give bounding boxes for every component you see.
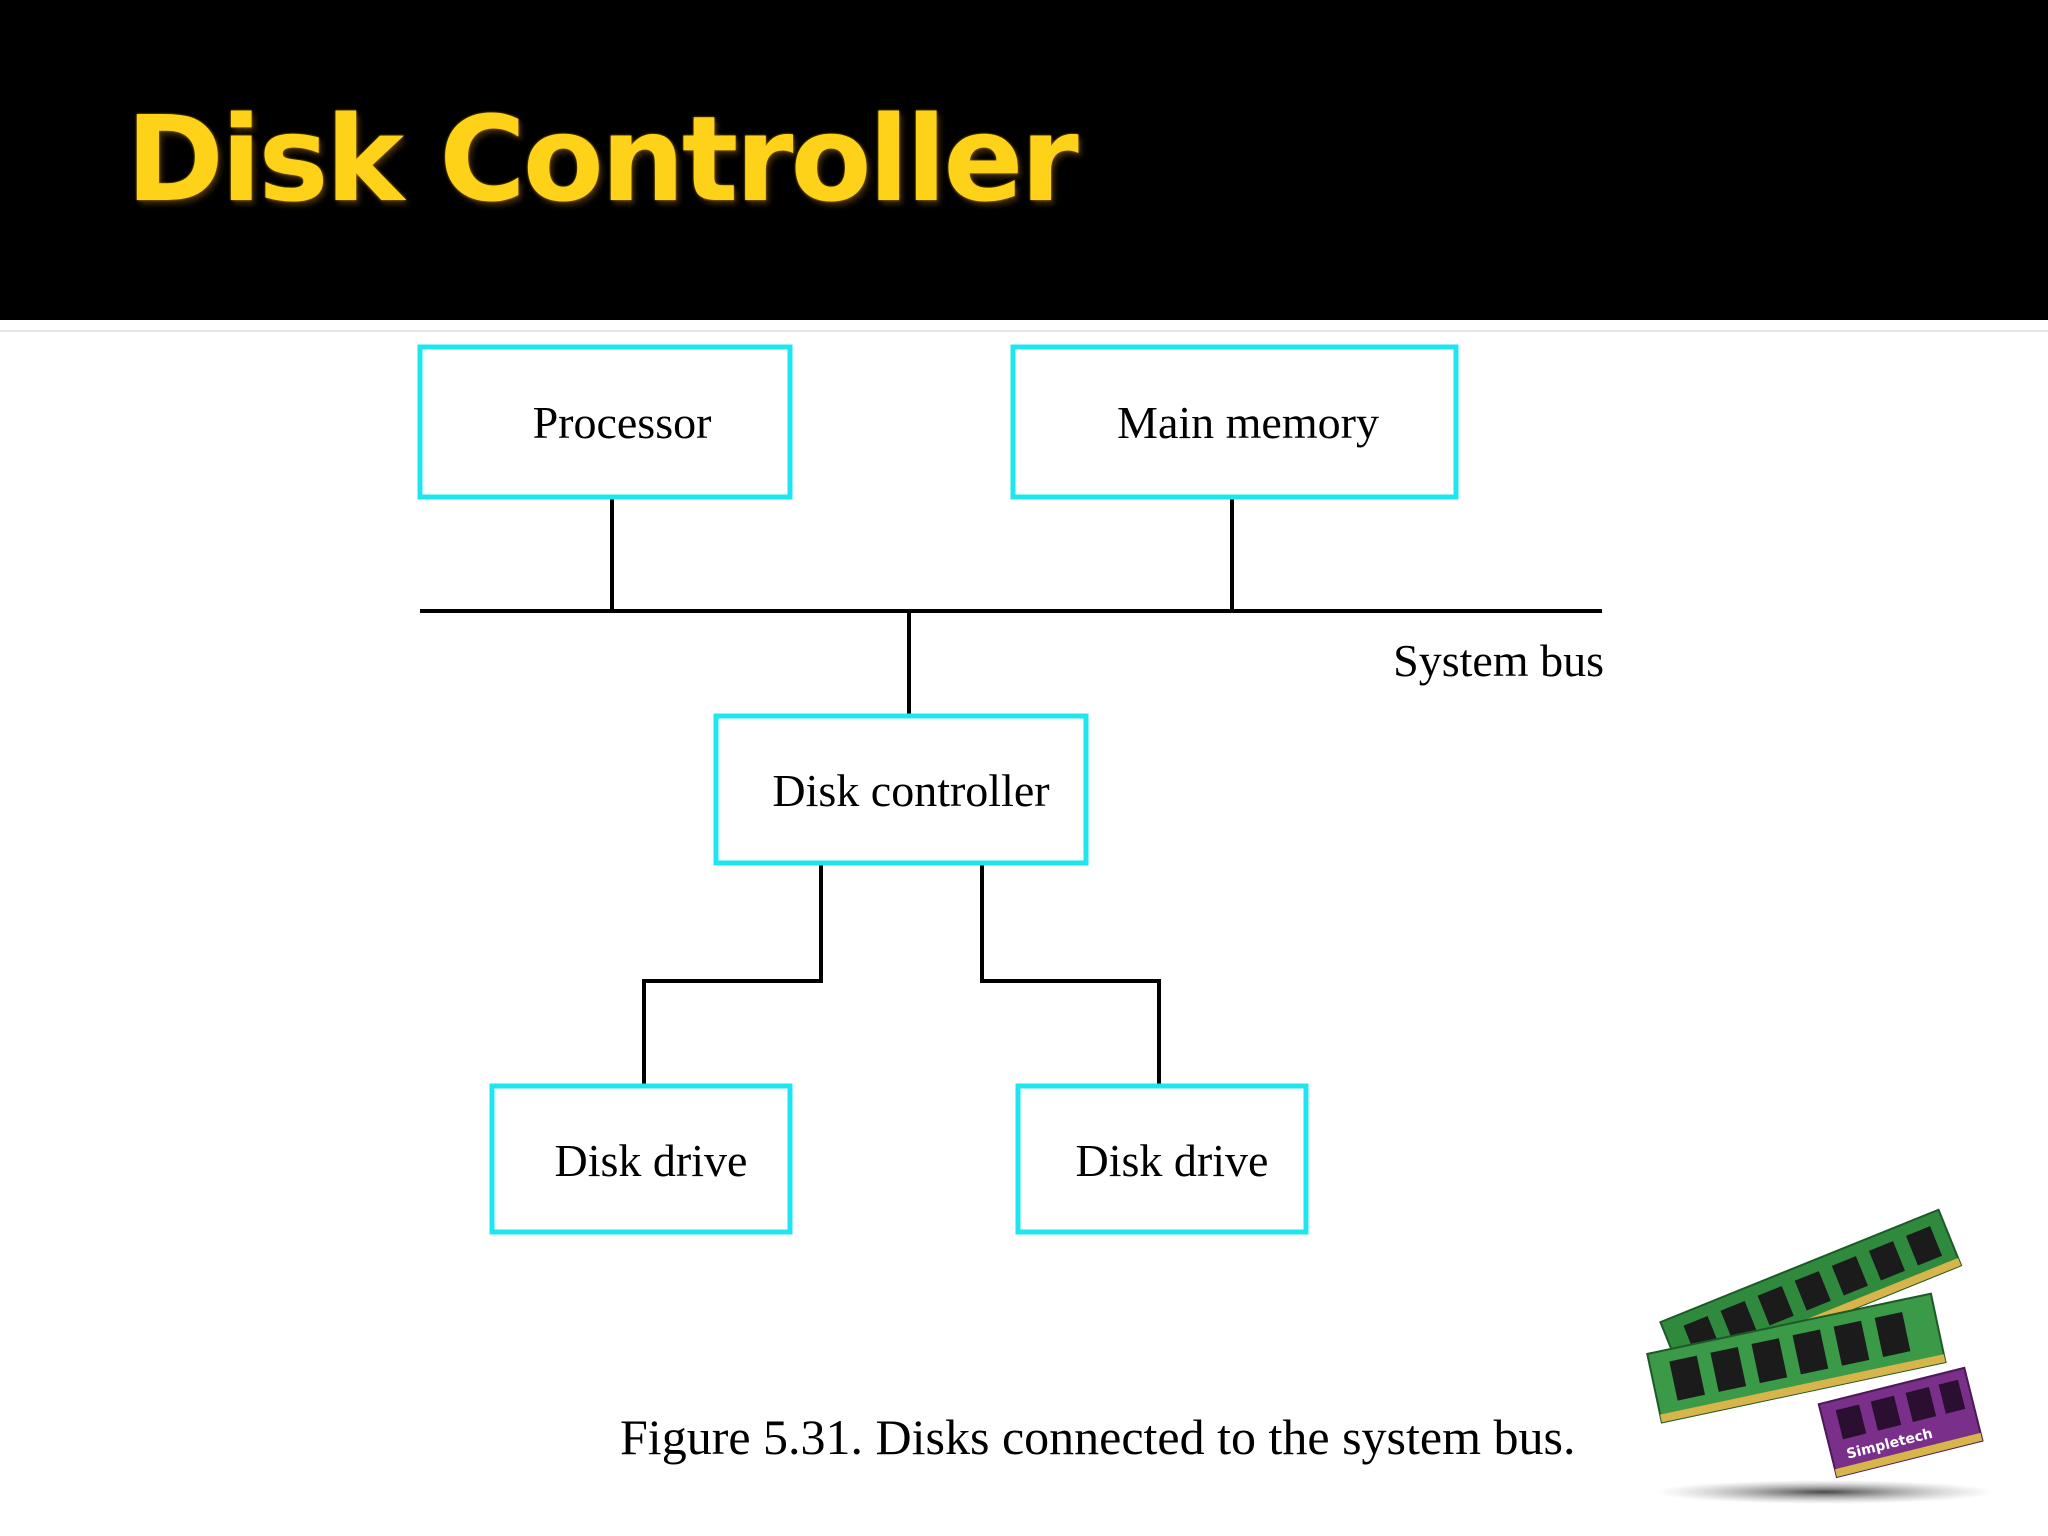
processor-box <box>417 344 793 500</box>
ram-modules-image: Simpletech <box>1646 1208 1995 1504</box>
disk-drive-1-label: Disk drive <box>555 1135 748 1186</box>
disk-controller-label: Disk controller <box>772 765 1049 816</box>
disk-drive-2-box <box>1015 1083 1309 1235</box>
disk-drive-2-label: Disk drive <box>1076 1135 1269 1186</box>
title-bar <box>0 0 2048 320</box>
slide-title: Disk Controller <box>126 90 1079 228</box>
drive-1-link <box>642 864 823 1085</box>
title-divider <box>0 330 2048 332</box>
disk-drive-1-box <box>489 1083 793 1235</box>
main-memory-label: Main memory <box>1117 397 1379 448</box>
figure-caption: Figure 5.31. Disks connected to the syst… <box>620 1409 1576 1465</box>
main-memory-box <box>1010 344 1459 500</box>
drive-2-link <box>980 864 1161 1085</box>
disk-controller-box <box>713 713 1089 866</box>
system-bus-label: System bus <box>1393 635 1604 686</box>
connector-lines <box>420 497 1602 1085</box>
processor-label: Processor <box>533 397 712 448</box>
